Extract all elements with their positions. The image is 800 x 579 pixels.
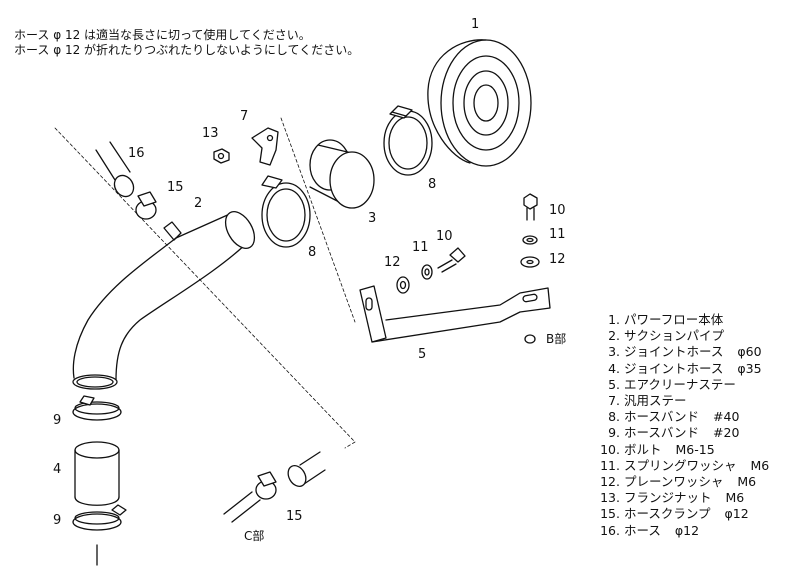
suction-pipe <box>72 211 256 390</box>
flange-nut <box>213 148 230 164</box>
callout-1: 1 <box>471 17 479 32</box>
hose-band-20-upper <box>72 395 122 421</box>
callout-9-lower: 9 <box>53 513 61 528</box>
detail-b-marker <box>524 334 536 344</box>
instruction-note-2: ホース φ 12 が折れたりつぶれたりしないようにしてください。 <box>14 43 360 57</box>
assembly-guide-lines <box>54 117 356 449</box>
air-cleaner-stay <box>359 285 551 343</box>
hose-clamp-upper <box>135 191 157 220</box>
callout-2: 2 <box>194 196 202 211</box>
hose-band-40-left <box>261 175 311 248</box>
general-stay <box>251 127 279 166</box>
power-flow-main-body <box>427 39 532 167</box>
callout-16: 16 <box>128 146 145 161</box>
legend-item: 9.ホースバンド#20 <box>608 425 740 441</box>
legend-item: 7.汎用ステー <box>608 393 687 409</box>
plain-washer-left <box>396 276 410 294</box>
callout-4: 4 <box>53 462 61 477</box>
hose-band-20-lower <box>72 504 127 566</box>
hose-clamp-lower <box>255 471 277 500</box>
callout-12-right: 12 <box>549 252 566 267</box>
callout-8-right: 8 <box>428 177 436 192</box>
spring-washer-left <box>421 264 433 280</box>
hose-12-lower <box>223 451 326 523</box>
callout-11-left: 11 <box>412 240 429 255</box>
callout-5: 5 <box>418 347 426 362</box>
detail-label-c: C部 <box>244 528 264 543</box>
callout-15-lower: 15 <box>286 509 303 524</box>
bolt-m6-left <box>437 247 466 273</box>
callout-15-upper: 15 <box>167 180 184 195</box>
callout-10-left: 10 <box>436 229 453 244</box>
joint-hose-60 <box>309 139 375 209</box>
callout-11-right: 11 <box>549 227 566 242</box>
callout-7: 7 <box>240 109 248 124</box>
legend-item: 8.ホースバンド#40 <box>608 409 740 425</box>
spring-washer-right <box>522 235 538 245</box>
callout-10-right: 10 <box>549 203 566 218</box>
instruction-note-1: ホース φ 12 は適当な長さに切って使用してください。 <box>14 28 311 42</box>
callout-12-left: 12 <box>384 255 401 270</box>
hose-12-upper <box>95 141 135 198</box>
callout-9-upper: 9 <box>53 413 61 428</box>
callout-3: 3 <box>368 211 376 226</box>
legend-item: 5.エアクリーナステー <box>608 376 736 392</box>
legend-item: 1.パワーフロー本体 <box>608 312 724 327</box>
joint-hose-35 <box>74 441 120 506</box>
legend-item: 2.サクションパイプ <box>608 328 725 344</box>
callout-8-left: 8 <box>308 245 316 260</box>
detail-label-b: B部 <box>546 331 566 346</box>
hose-band-40-right <box>383 105 433 176</box>
plain-washer-right <box>520 256 540 268</box>
callout-13: 13 <box>202 126 219 141</box>
bolt-m6-right <box>523 193 538 221</box>
